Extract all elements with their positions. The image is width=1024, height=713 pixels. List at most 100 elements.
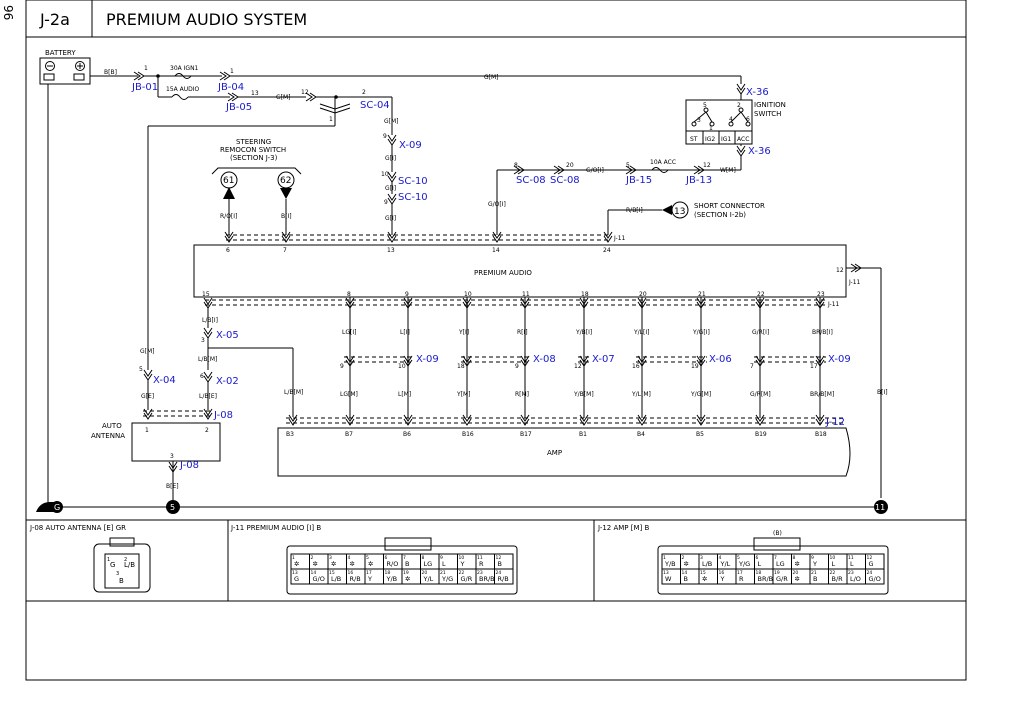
- cavity-wire: LG: [776, 560, 785, 568]
- cavity-wire: Y/B: [386, 575, 398, 583]
- panel-j08-title: J-08 AUTO ANTENNA [E] GR: [29, 524, 126, 532]
- pa-pin: 21: [698, 291, 706, 298]
- cavity-number: 7: [774, 555, 777, 561]
- wire-label: Y/G[I]: [692, 329, 710, 336]
- cavity-number: 4: [719, 555, 722, 561]
- svg-text:SC-10: SC-10: [398, 192, 428, 203]
- svg-text:8: 8: [514, 162, 518, 169]
- svg-text:G/O[I]: G/O[I]: [586, 167, 604, 174]
- battery-symbol: [39, 57, 91, 85]
- page-frame: [25, 0, 967, 681]
- ignition-switch-label: IGNITION: [754, 101, 786, 109]
- svg-text:G[I]: G[I]: [385, 215, 396, 222]
- amp-pin: B1: [579, 431, 587, 438]
- cavity-number: 17: [737, 570, 743, 576]
- svg-text:3: 3: [170, 453, 174, 460]
- cavity-number: 3: [700, 555, 703, 561]
- pin-label: 7: [750, 363, 754, 370]
- cavity-number: 11: [477, 555, 483, 561]
- pin-label: 9: [340, 363, 344, 370]
- connector-label: JB-01: [131, 82, 158, 93]
- wire-label: BR/B[M]: [810, 391, 834, 398]
- cavity-wire: B/R: [832, 575, 844, 583]
- svg-text:G/O[I]: G/O[I]: [488, 201, 506, 208]
- cavity-wire: ✲: [795, 575, 800, 583]
- cavity-number: 19: [774, 570, 780, 576]
- svg-text:62: 62: [280, 176, 291, 186]
- cavity-number: 22: [830, 570, 836, 576]
- cavity-number: 23: [848, 570, 854, 576]
- svg-text:5: 5: [170, 503, 175, 512]
- cavity-number: 5: [366, 555, 369, 561]
- svg-text:G: G: [110, 561, 115, 569]
- cavity-number: 23: [477, 570, 483, 576]
- svg-text:SHORT CONNECTOR: SHORT CONNECTOR: [694, 202, 765, 210]
- svg-text:1: 1: [230, 68, 234, 75]
- svg-text:J-08: J-08: [179, 460, 199, 471]
- svg-text:PREMIUM AUDIO: PREMIUM AUDIO: [474, 269, 532, 277]
- svg-text:30A IGN1: 30A IGN1: [170, 65, 199, 72]
- cavity-number: 8: [793, 555, 796, 561]
- svg-text:6: 6: [746, 116, 750, 123]
- cavity-number: 20: [793, 570, 799, 576]
- cavity-number: 8: [422, 555, 425, 561]
- cavity-wire: B: [813, 575, 817, 583]
- svg-text:JB-04: JB-04: [217, 82, 244, 93]
- cavity-wire: ✲: [405, 575, 410, 583]
- svg-text:11: 11: [875, 503, 885, 512]
- svg-text:G[M]: G[M]: [484, 74, 499, 81]
- cavity-number: 24: [496, 570, 502, 576]
- wire-label: G/R[I]: [752, 329, 769, 336]
- pin-label: 17: [810, 363, 818, 370]
- pin-label: 16: [632, 363, 640, 370]
- pa-pin: 8: [347, 291, 351, 298]
- connector-label: X-07: [592, 354, 615, 365]
- svg-text:J-08: J-08: [213, 410, 233, 421]
- wire-label: R[M]: [515, 391, 529, 398]
- cavity-number: 6: [756, 555, 759, 561]
- cavity-number: 20: [422, 570, 428, 576]
- panel-j12-title: J-12 AMP [M] B: [597, 524, 649, 532]
- svg-text:SWITCH: SWITCH: [754, 110, 781, 118]
- svg-text:J-12: J-12: [825, 417, 845, 428]
- connector-face-j11: 1✲2✲3✲4✲5✲6R/O7B8LG9L10Y11R12B13G14G/O15…: [286, 537, 518, 595]
- svg-text:J-11: J-11: [827, 301, 840, 308]
- cavity-number: 12: [867, 555, 873, 561]
- svg-text:J-11: J-11: [848, 279, 861, 286]
- svg-text:B[I]: B[I]: [281, 213, 292, 220]
- svg-text:W[M]: W[M]: [720, 167, 736, 174]
- cavity-wire: G: [294, 575, 299, 583]
- cavity-wire: Y/L: [720, 560, 731, 568]
- pa-pin: 18: [581, 291, 589, 298]
- cavity-wire: R/O: [387, 560, 399, 568]
- wire-label: G/R[M]: [750, 391, 771, 398]
- svg-text:STEERING: STEERING: [236, 138, 271, 146]
- svg-text:1: 1: [709, 125, 713, 132]
- cavity-number: 4: [348, 555, 351, 561]
- cavity-wire: L/O: [850, 575, 861, 583]
- cavity-number: 10: [830, 555, 836, 561]
- cavity-wire: G/O: [869, 575, 881, 583]
- cavity-wire: B: [684, 575, 688, 583]
- premium-audio-unit: [193, 244, 847, 298]
- svg-text:X-36: X-36: [748, 146, 771, 157]
- cavity-wire: W: [665, 575, 672, 583]
- connector-label: X-08: [533, 354, 556, 365]
- svg-text:G[I]: G[I]: [385, 185, 396, 192]
- cavity-number: 22: [459, 570, 465, 576]
- pin-label: 18: [457, 363, 465, 370]
- svg-text:5: 5: [626, 162, 630, 169]
- cavity-number: 2: [311, 555, 314, 561]
- cavity-number: 15: [700, 570, 706, 576]
- cavity-number: 16: [348, 570, 354, 576]
- wire-label: L[M]: [398, 391, 411, 398]
- cavity-wire: B: [498, 560, 502, 568]
- pa-pin: 23: [817, 291, 825, 298]
- svg-text:B3: B3: [286, 431, 294, 438]
- ignition-switch: 5 2 3 1 4 6 ST IG2 IG1 ACC: [685, 99, 753, 145]
- wire-label: LG[I]: [342, 329, 356, 336]
- pin-label: 12: [574, 363, 582, 370]
- svg-text:3: 3: [697, 117, 701, 124]
- page-number: 96: [1, 5, 15, 20]
